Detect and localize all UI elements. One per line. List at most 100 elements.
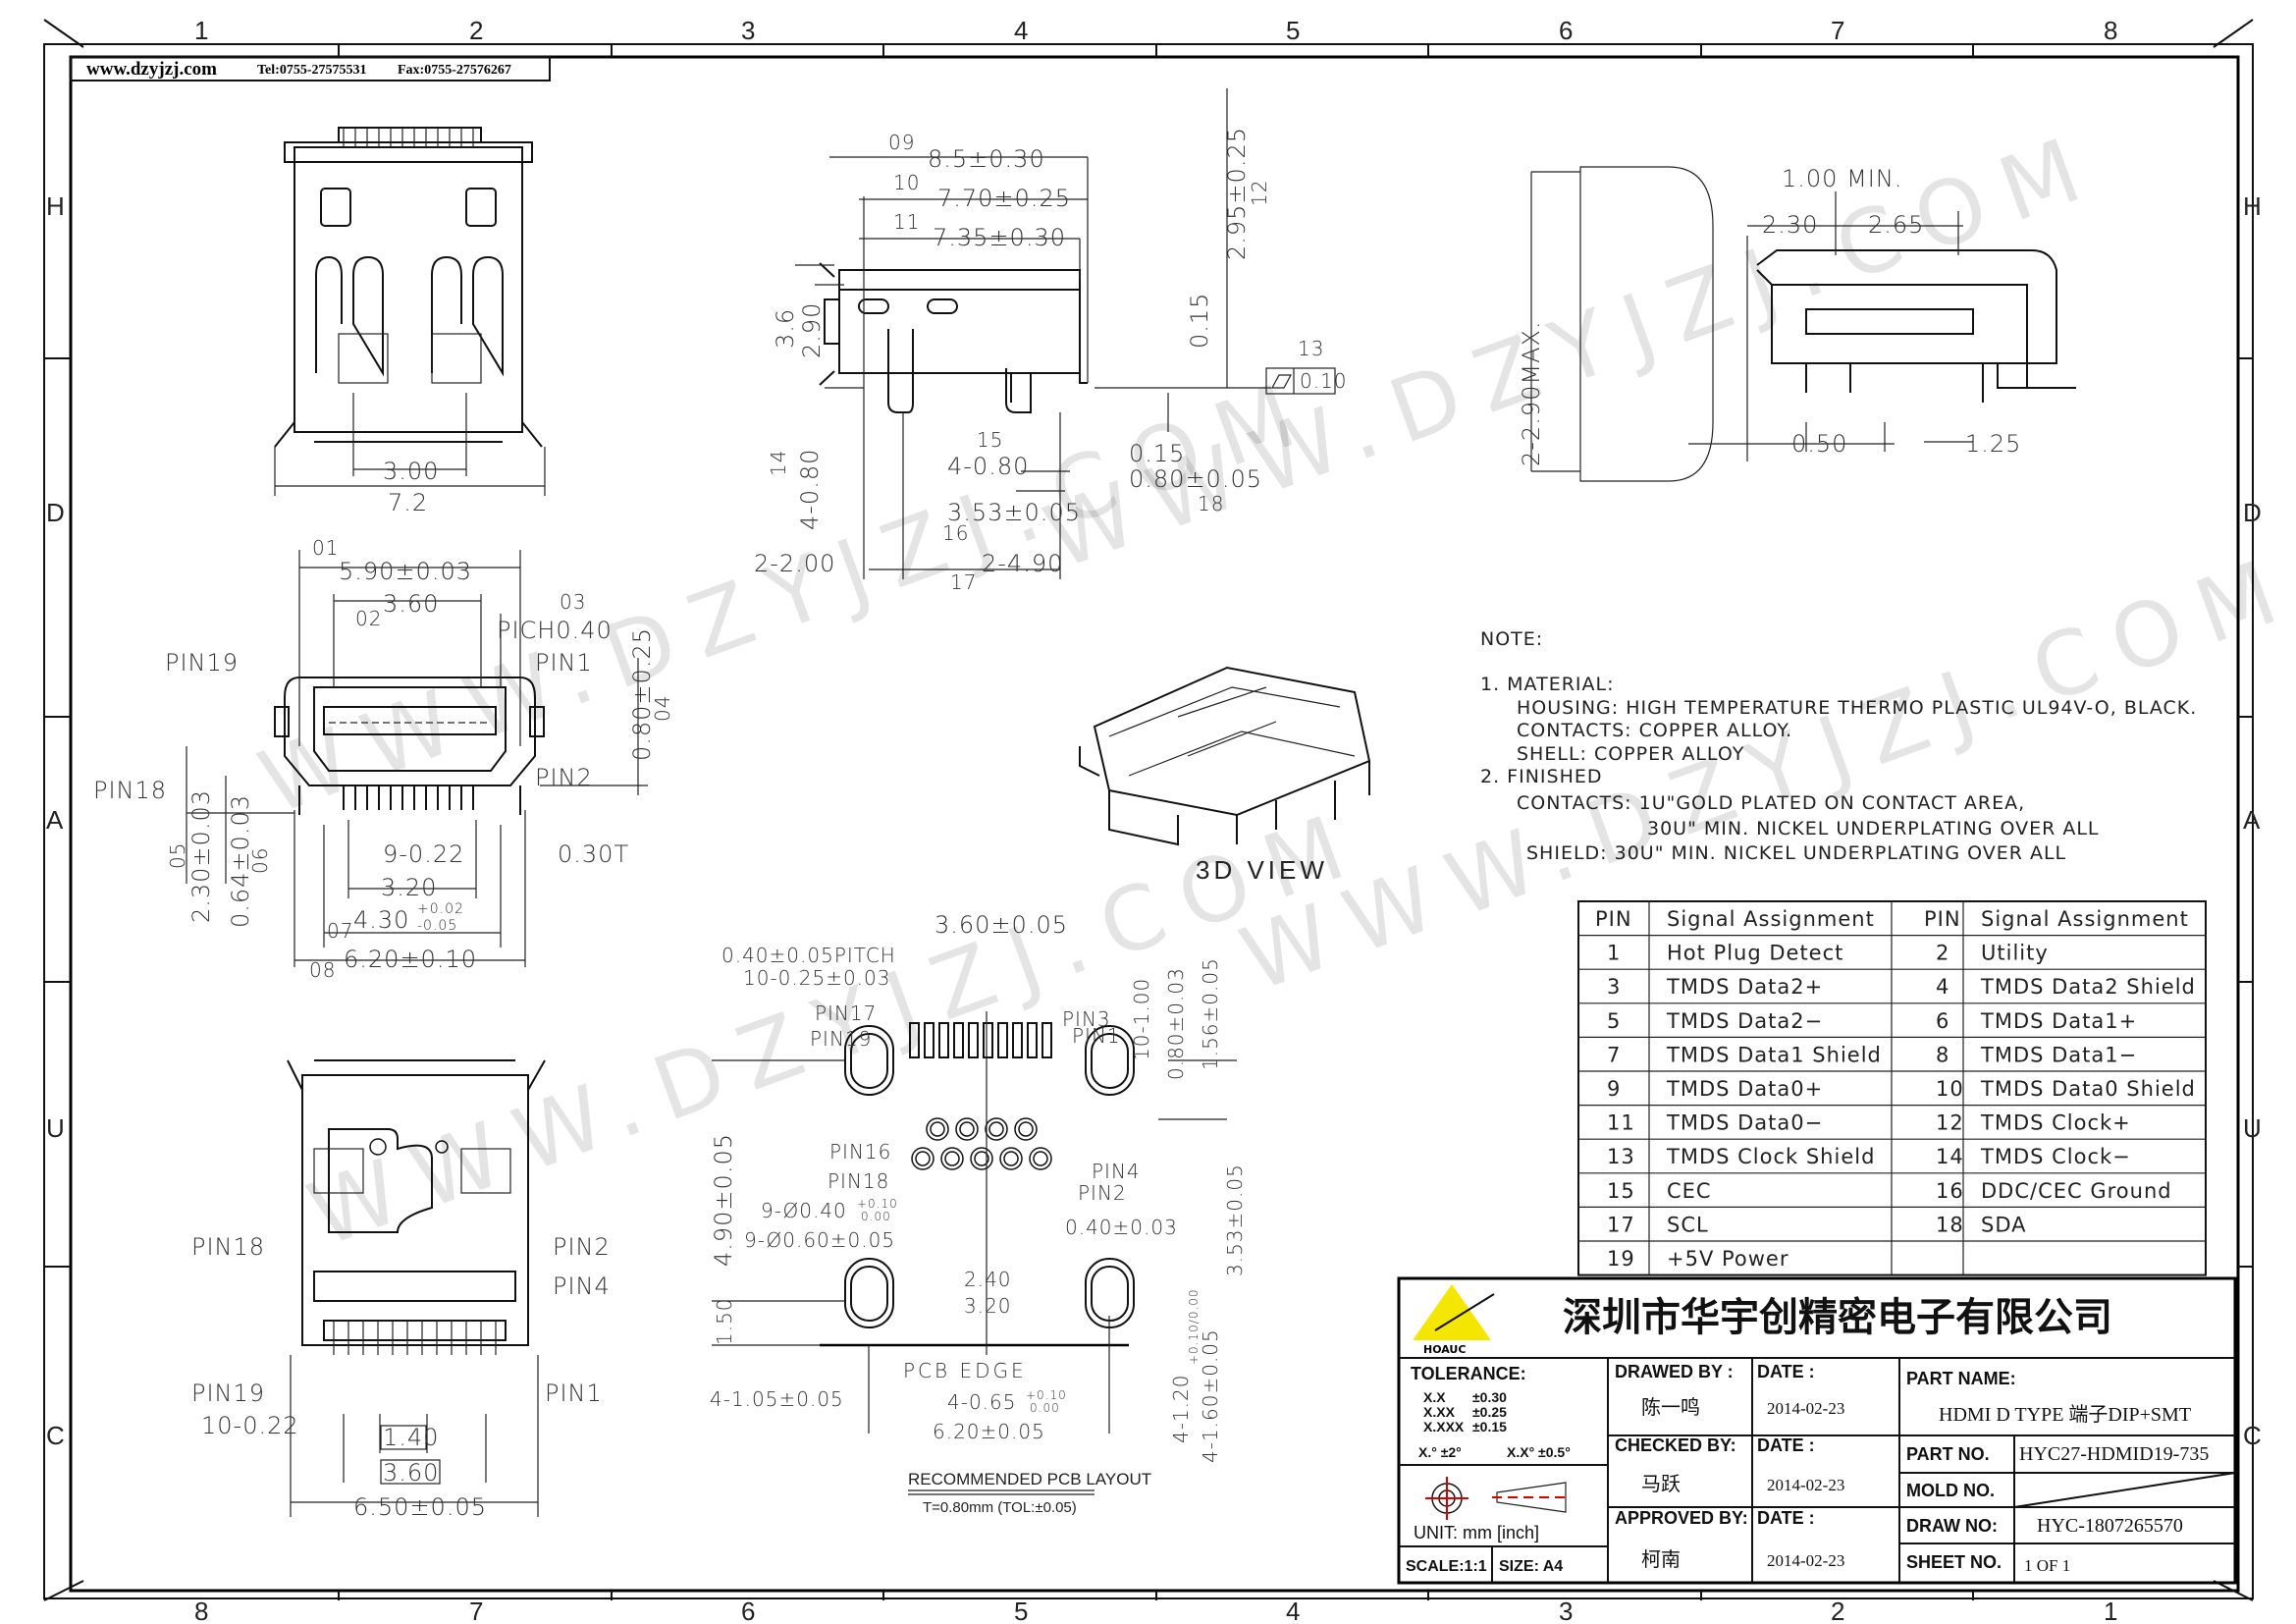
pin1-label: PIN1 [535, 649, 593, 677]
pin-number: 17 [1607, 1213, 1635, 1236]
svg-text:14: 14 [767, 450, 790, 476]
svg-text:3.6: 3.6 [772, 308, 799, 349]
table-header: PIN [1595, 907, 1632, 931]
svg-text:NOTE:: NOTE: [1480, 628, 1543, 650]
svg-text:陈一鸣: 陈一鸣 [1641, 1396, 1700, 1419]
column-label: 4 [1286, 1597, 1300, 1624]
signal-name: TMDS Data2+ [1666, 975, 1823, 999]
svg-text:APPROVED BY:: APPROVED BY: [1615, 1508, 1748, 1528]
svg-text:HOAUC: HOAUC [1423, 1343, 1466, 1356]
through-hole-drill [1018, 1121, 1034, 1137]
svg-text:+0.02: +0.02 [417, 901, 464, 917]
company-logo: HOAUC [1413, 1284, 1495, 1356]
svg-text:0.30T: 0.30T [558, 840, 629, 868]
pin2-label: PIN2 [535, 764, 593, 791]
svg-text:1.56±0.05: 1.56±0.05 [1199, 957, 1222, 1070]
svg-text:DATE :: DATE : [1757, 1435, 1815, 1455]
pin19-label: PIN19 [191, 1380, 265, 1407]
row-label: A [2243, 805, 2261, 835]
smt-pad [997, 1022, 1008, 1058]
column-label: 6 [741, 1597, 755, 1624]
through-hole [955, 1117, 979, 1141]
svg-text:2.40: 2.40 [964, 1268, 1012, 1291]
svg-text:1.25: 1.25 [1965, 430, 2021, 458]
column-label: 3 [1559, 1597, 1573, 1624]
svg-text:1.40: 1.40 [383, 1424, 439, 1451]
svg-text:PIN3: PIN3 [1062, 1007, 1111, 1031]
svg-text:PIN19: PIN19 [810, 1027, 872, 1051]
svg-text:05: 05 [166, 842, 189, 869]
column-label: 1 [2104, 1597, 2117, 1624]
svg-text:17: 17 [950, 570, 977, 594]
through-hole-drill [1033, 1151, 1048, 1166]
pin-number: 12 [1936, 1111, 1964, 1135]
pin19-label: PIN19 [165, 649, 239, 677]
svg-text:2014-02-23: 2014-02-23 [1767, 1399, 1844, 1418]
column-label: 2 [469, 16, 483, 45]
svg-text:PART NAME:: PART NAME: [1906, 1369, 2016, 1388]
svg-text:X.X° ±0.5°: X.X° ±0.5° [1507, 1444, 1571, 1460]
svg-text:PART NO.: PART NO. [1906, 1444, 1990, 1464]
svg-text:DRAW NO:: DRAW NO: [1906, 1516, 1998, 1536]
svg-text:CONTACTS: 1U"GOLD PLATED ON CO: CONTACTS: 1U"GOLD PLATED ON CONTACT AREA… [1517, 792, 2025, 814]
bottom-view: PIN18 PIN2 PIN4 PIN19 PIN1 10-0.22 1.40 … [191, 1059, 610, 1521]
smt-pad [953, 1022, 964, 1058]
column-label: 7 [1831, 16, 1844, 45]
svg-text:CHECKED BY:: CHECKED BY: [1615, 1435, 1736, 1455]
side-view: 09 8.5±0.30 10 7.70±0.25 11 7.35±0.30 2.… [754, 88, 1347, 594]
signal-name: Utility [1981, 942, 2049, 965]
signal-name: TMDS Data1+ [1980, 1009, 2137, 1033]
svg-text:马跃: 马跃 [1641, 1473, 1681, 1495]
svg-text:7.35±0.30: 7.35±0.30 [933, 224, 1066, 251]
svg-text:11: 11 [893, 210, 920, 234]
svg-text:X.X: X.X [1423, 1389, 1446, 1405]
svg-text:16: 16 [942, 521, 969, 545]
svg-text:3.60±0.05: 3.60±0.05 [934, 911, 1068, 939]
notes: NOTE: 1. MATERIAL: HOUSING: HIGH TEMPERA… [1480, 628, 2196, 864]
svg-text:9-Ø0.40: 9-Ø0.40 [761, 1199, 847, 1222]
pin-number: 5 [1607, 1009, 1621, 1033]
svg-text:3.20: 3.20 [964, 1294, 1012, 1318]
signal-name: +5V Power [1667, 1247, 1789, 1271]
svg-text:RECOMMENDED PCB LAYOUT: RECOMMENDED PCB LAYOUT [908, 1470, 1151, 1489]
svg-text:2-2.00: 2-2.00 [754, 550, 835, 577]
svg-text:3.53±0.05: 3.53±0.05 [947, 499, 1081, 526]
svg-text:4-0.80: 4-0.80 [796, 449, 824, 530]
svg-text:0.50: 0.50 [1791, 430, 1847, 458]
through-hole-drill [959, 1121, 975, 1137]
svg-text:04: 04 [651, 695, 674, 722]
signal-name: DDC/CEC Ground [1981, 1179, 2172, 1203]
svg-text:柯南: 柯南 [1641, 1548, 1681, 1571]
smt-pad [1041, 1022, 1052, 1058]
through-hole [999, 1147, 1023, 1170]
signal-name: TMDS Data0+ [1666, 1077, 1823, 1101]
svg-text:±0.15: ±0.15 [1472, 1419, 1507, 1435]
through-hole-drill [988, 1121, 1004, 1137]
through-hole [970, 1147, 993, 1170]
svg-text:X.XX: X.XX [1423, 1404, 1456, 1420]
svg-text:4.90±0.05: 4.90±0.05 [710, 1133, 737, 1267]
tel-text: Tel:0755-27575531 [257, 63, 366, 78]
svg-text:SHELL: COPPER ALLOY: SHELL: COPPER ALLOY [1517, 743, 1744, 765]
svg-text:2.30: 2.30 [1762, 211, 1818, 239]
pin-number: 9 [1607, 1077, 1621, 1101]
svg-text:3.60: 3.60 [383, 590, 439, 618]
table-header: Signal Assignment [1667, 907, 1875, 931]
pin-number: 11 [1607, 1111, 1635, 1135]
svg-text:6.20±0.05: 6.20±0.05 [933, 1420, 1045, 1443]
svg-text:4.30: 4.30 [353, 906, 409, 934]
svg-text:PCB EDGE: PCB EDGE [903, 1359, 1027, 1382]
signal-name: CEC [1667, 1179, 1712, 1203]
svg-text:4-1.20: 4-1.20 [1169, 1375, 1193, 1443]
through-hole-drill [1003, 1151, 1019, 1166]
svg-text:SHEET NO.: SHEET NO. [1906, 1552, 2002, 1572]
svg-text:+0.10: +0.10 [857, 1197, 898, 1211]
svg-text:10: 10 [893, 171, 920, 194]
through-hole [926, 1117, 949, 1141]
signal-name: TMDS Clock− [1980, 1145, 2131, 1168]
row-label: C [46, 1421, 65, 1450]
svg-text:3D VIEW: 3D VIEW [1196, 855, 1328, 885]
cross-section-view: 1.00 MIN. 2.30 2.65 2-2.90MAX. 0.50 1.25 [1518, 165, 2076, 482]
